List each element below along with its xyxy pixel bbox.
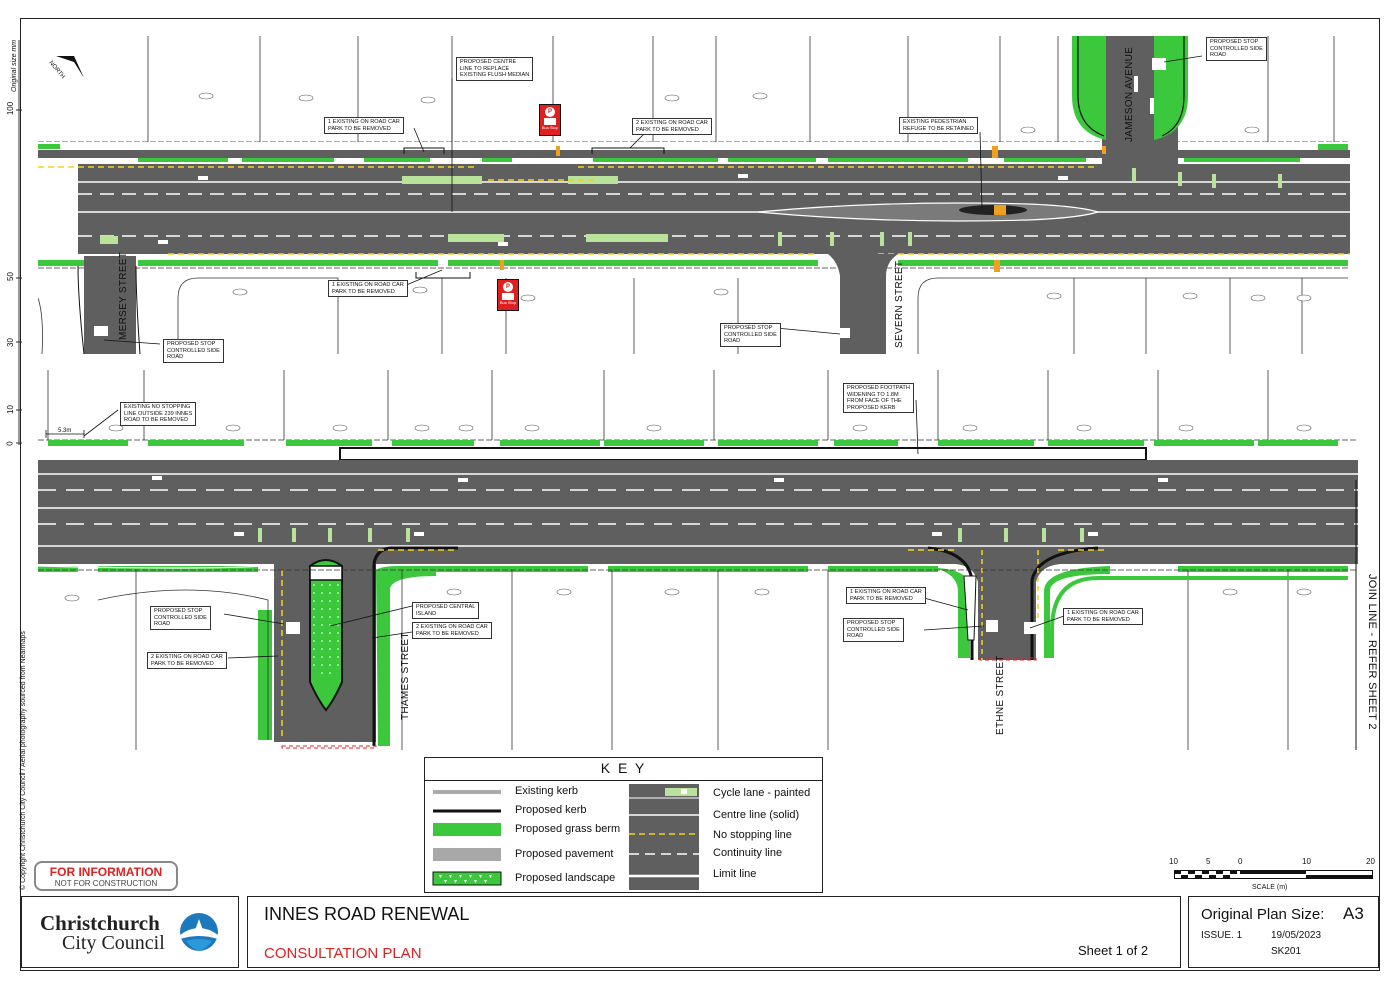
street-label-mersey: MERSEY STREET (118, 251, 129, 340)
join-line-label: JOIN LINE - REFER SHEET 2 (1366, 574, 1378, 730)
council-name-line1: Christchurch (40, 911, 160, 935)
callout-stop-ethne: PROPOSED STOP CONTROLLED SIDE ROAD (843, 618, 904, 642)
callout-no-stopping: EXISTING NO STOPPING LINE OUTSIDE 239 IN… (120, 402, 197, 426)
logo-panel: Christchurch City Council (21, 896, 239, 968)
key-grass-berm: Proposed grass berm (515, 823, 621, 835)
scale-label-5: 5 (1206, 857, 1211, 866)
stamp-line1: FOR INFORMATION (49, 865, 163, 879)
project-title: INNES ROAD RENEWAL (264, 904, 470, 924)
plan-info-panel: Original Plan Size: A3 ISSUE. 1 19/05/20… (1188, 896, 1379, 968)
ruler-tick-30: 30 (5, 338, 15, 347)
callout-car-park-thames-east: 2 EXISTING ON ROAD CAR PARK TO BE REMOVE… (412, 622, 492, 640)
issue-date: 19/05/2023 (1271, 930, 1322, 941)
key-limit-line: Limit line (713, 868, 757, 880)
callout-car-park-ethne-east: 1 EXISTING ON ROAD CAR PARK TO BE REMOVE… (1063, 608, 1143, 626)
key-title: K E Y (600, 760, 647, 776)
callout-car-park-3: 1 EXISTING ON ROAD CAR PARK TO BE REMOVE… (328, 280, 408, 298)
callout-car-park-2: 2 EXISTING ON ROAD CAR PARK TO BE REMOVE… (632, 118, 712, 136)
callout-pedestrian-refuge: EXISTING PEDESTRIAN REFUGE TO BE RETAINE… (899, 117, 978, 135)
street-label-jameson: JAMESON AVENUE (1124, 46, 1135, 142)
callout-car-park-thames-west: 2 EXISTING ON ROAD CAR PARK TO BE REMOVE… (147, 652, 227, 670)
sheet-number: Sheet 1 of 2 (1078, 943, 1149, 958)
scale-label-10-left: 10 (1169, 857, 1178, 866)
dimension-label: 5.3m (58, 428, 72, 434)
scale-label-20: 20 (1366, 857, 1375, 866)
callout-centre-line: PROPOSED CENTRE LINE TO REPLACE EXISTING… (456, 57, 534, 81)
key-existing-kerb: Existing kerb (515, 785, 578, 797)
plan-size-value: A3 (1343, 904, 1364, 923)
for-information-stamp: FOR INFORMATION NOT FOR CONSTRUCTION (34, 861, 178, 891)
stamp-line2: NOT FOR CONSTRUCTION (54, 879, 158, 888)
drawing-number: SK201 (1271, 946, 1302, 957)
callout-car-park-1: 1 EXISTING ON ROAD CAR PARK TO BE REMOVE… (324, 117, 404, 135)
council-name-line2: City Council (62, 932, 165, 954)
project-subtitle: CONSULTATION PLAN (264, 945, 422, 962)
street-label-severn: SEVERN STREET (894, 260, 905, 348)
ruler-tick-10: 10 (5, 405, 15, 414)
council-logo-icon (180, 913, 218, 951)
callout-footpath-widening: PROPOSED FOOTPATH WIDENING TO 1.8m FROM … (843, 383, 914, 414)
key-landscape: Proposed landscape (515, 872, 616, 884)
callout-stop-severn: PROPOSED STOP CONTROLLED SIDE ROAD (720, 323, 781, 347)
callout-stop-thames: PROPOSED STOP CONTROLLED SIDE ROAD (150, 606, 211, 630)
key-swatches-right (629, 784, 699, 890)
key-continuity: Continuity line (713, 847, 783, 859)
key-no-stopping: No stopping line (713, 829, 792, 841)
callout-central-island: PROPOSED CENTRAL ISLAND (412, 602, 480, 620)
key-pavement: Proposed pavement (515, 848, 614, 860)
key-panel: K E Y Existing kerb Proposed kerb Propos… (424, 757, 823, 893)
ruler-tick-100: 100 (6, 101, 16, 116)
plan-size-label: Original Plan Size: (1201, 906, 1325, 923)
street-label-ethne: ETHNE STREET (995, 655, 1006, 735)
ruler-line (16, 40, 22, 445)
key-cycle-lane: Cycle lane - painted (713, 787, 811, 799)
callout-stop-jameson: PROPOSED STOP CONTROLLED SIDE ROAD (1206, 37, 1267, 61)
callout-stop-mersey: PROPOSED STOP CONTROLLED SIDE ROAD (163, 339, 224, 363)
project-panel: INNES ROAD RENEWAL CONSULTATION PLAN She… (247, 896, 1181, 968)
key-swatches-left (432, 790, 502, 886)
ruler-tick-0: 0 (5, 441, 15, 446)
issue-number: ISSUE. 1 (1201, 930, 1243, 941)
bus-stop-label: Bus Stop (541, 125, 559, 130)
copyright-text: © Copyright Christchurch City Council / … (20, 631, 27, 890)
ruler-tick-50: 50 (5, 272, 15, 281)
scale-bar (1174, 870, 1373, 879)
scale-label-0: 0 (1238, 857, 1243, 866)
top-plan-drawing (38, 36, 1350, 354)
street-label-thames: THAMES STREET (400, 632, 411, 720)
sheet-border (20, 18, 1380, 971)
scale-caption: SCALE (m) (1252, 884, 1288, 891)
bus-stop-icon-south: P Bus Stop (497, 279, 519, 311)
key-centre-line: Centre line (solid) (713, 809, 800, 821)
bus-stop-icon: P Bus Stop (539, 104, 561, 136)
bottom-plan-drawing (38, 370, 1358, 750)
north-arrow-icon (56, 56, 84, 78)
callout-car-park-ethne-west: 1 EXISTING ON ROAD CAR PARK TO BE REMOVE… (846, 587, 926, 605)
bus-stop-label-south: Bus Stop (499, 300, 517, 305)
scale-label-10: 10 (1302, 857, 1311, 866)
key-proposed-kerb: Proposed kerb (515, 804, 587, 816)
